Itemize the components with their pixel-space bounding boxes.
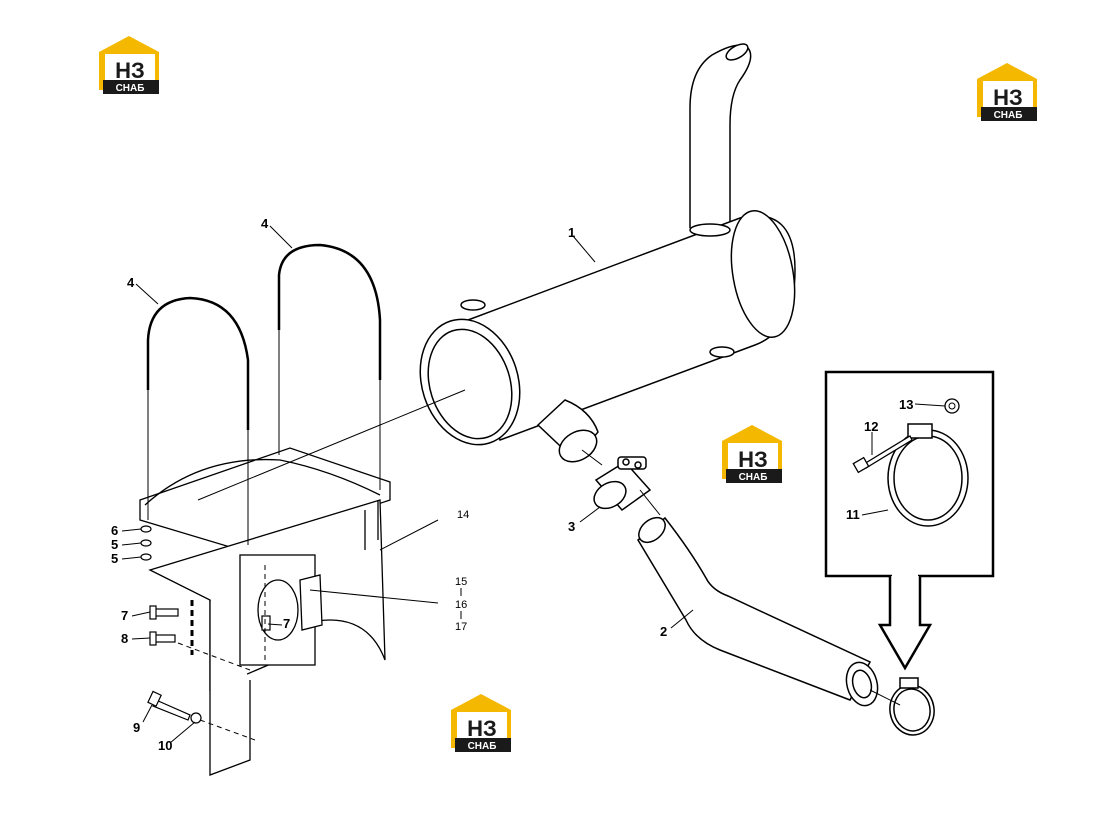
logo-bottom-center: НЗ СНАБ (451, 694, 511, 752)
svg-text:НЗ: НЗ (467, 716, 497, 741)
washers (140, 525, 152, 561)
callout-6: 6 (111, 523, 118, 538)
callout-14: 14 (457, 509, 469, 521)
svg-text:СНАБ: СНАБ (994, 110, 1023, 121)
callout-4-left: 4 (127, 275, 135, 290)
callout-10: 10 (158, 738, 172, 753)
callout-4-right: 4 (261, 216, 269, 231)
svg-text:СНАБ: СНАБ (116, 83, 145, 94)
muffler-support (139, 447, 391, 776)
callout-2: 2 (660, 624, 667, 639)
exhaust-pipe (637, 516, 879, 707)
bolts (147, 605, 271, 724)
logo-top-left: НЗ СНАБ (99, 36, 159, 94)
svg-text:НЗ: НЗ (115, 58, 145, 83)
svg-text:НЗ: НЗ (738, 447, 768, 472)
callout-17: 17 (455, 621, 467, 633)
svg-text:НЗ: НЗ (993, 85, 1023, 110)
pipe-clamp (889, 677, 935, 736)
logo-center: НЗ СНАБ (722, 425, 782, 483)
svg-text:СНАБ: СНАБ (739, 472, 768, 483)
callout-12: 12 (864, 419, 878, 434)
callout-13: 13 (899, 397, 913, 412)
logo-top-right: НЗ СНАБ (977, 63, 1037, 121)
callout-1: 1 (568, 225, 575, 240)
callout-9: 9 (133, 720, 140, 735)
callout-5-bottom: 5 (111, 551, 118, 566)
callout-7-left: 7 (121, 608, 128, 623)
leader-lines (121, 225, 946, 744)
callout-3: 3 (568, 519, 575, 534)
callout-15: 15 (455, 576, 467, 588)
coupling-clamp (593, 456, 652, 512)
callout-5-top: 5 (111, 537, 118, 552)
callout-8: 8 (121, 631, 128, 646)
muffler (419, 43, 796, 463)
callout-11: 11 (846, 507, 860, 522)
detail-box (824, 370, 995, 671)
callout-16: 16 (455, 599, 467, 611)
callout-7-center: 7 (283, 616, 290, 631)
svg-text:СНАБ: СНАБ (468, 741, 497, 752)
u-bolts (146, 243, 382, 430)
